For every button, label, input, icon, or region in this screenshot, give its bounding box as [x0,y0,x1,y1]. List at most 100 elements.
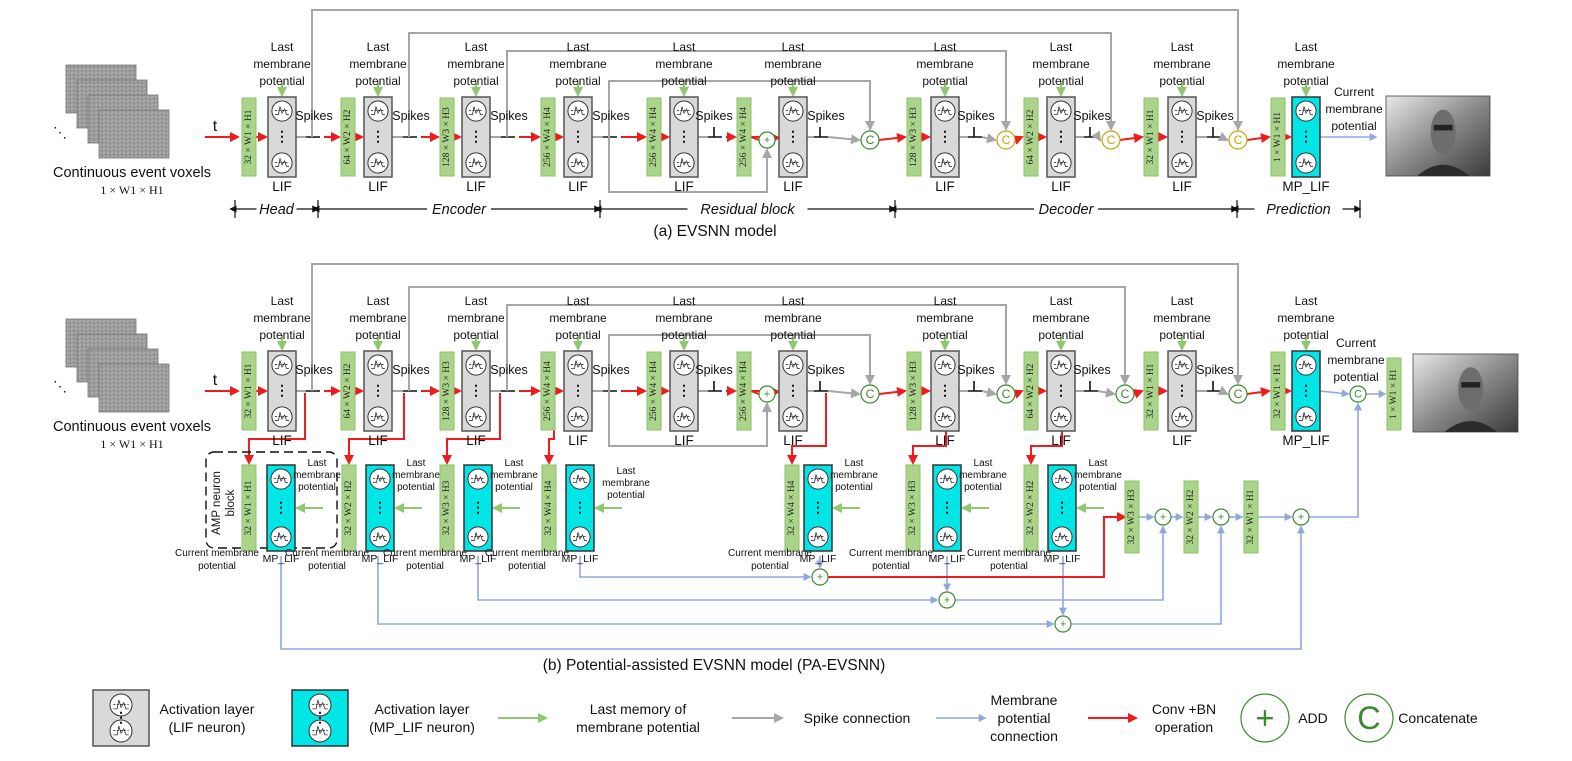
last-membrane-label-line: membrane [349,57,407,71]
lif-a-0: ⋮ [267,96,297,178]
neuron-trace [274,158,290,167]
amp-mp-lif-6-dots: ⋮ [1055,499,1069,515]
fuse-conv-0-label: 32 × W3 × H3 [1127,489,1137,544]
add-symbol-fuse-2-glyph: + [944,595,950,607]
last-membrane-label-line: Last [617,466,636,477]
last-membrane-label-line: Last [673,40,696,54]
neuron-trace [370,360,386,370]
last-membrane-label-line: Last [1050,294,1073,308]
amp-block-frame [205,451,338,549]
neuron-trace [312,725,328,736]
neuron-trace [570,106,586,116]
last-membrane-label-line: potential [607,490,645,501]
neuron-trace [468,106,484,116]
conv-b-5-label: 256 × W4 × H4 [739,361,749,421]
spikes-label: Spikes [490,363,528,377]
legend-lif-label-line: (LIF neuron) [168,719,245,735]
last-membrane-label-line: potential [1079,482,1117,493]
act-label: LIF [368,433,388,448]
neuron-trace [785,106,801,116]
residual-concat-skip [608,80,875,137]
concat-symbol-b-3-glyph: C [1234,387,1243,401]
current-membrane-label-line: potential [308,561,346,572]
lif-b-2-dots: ⋮ [469,382,483,398]
amp-mp-lif-5: ⋮ [932,464,962,552]
section-label: Prediction [1266,202,1330,218]
photo-face [1430,109,1456,155]
amp-conv-1-rect [341,464,357,552]
lif-b-7-dots: ⋮ [1054,382,1068,398]
neuron-trace-icon [1295,406,1317,428]
fuse-conv-2: 32 × W1 × H1 [1243,480,1259,554]
conv-b-out-rect [1386,357,1402,431]
photo-glasses [1461,382,1481,388]
legend-lif-label-line: Activation layer [160,701,255,717]
spikes-label: Spikes [1073,363,1111,377]
skip-connection [408,32,1116,137]
last-membrane-label-line: Last [1171,40,1194,54]
lif-b-4-dots: ⋮ [677,382,691,398]
neuron-circle [1295,354,1317,376]
neuron-trace-icon [1171,152,1193,174]
last-membrane-label-line: Last [782,40,805,54]
spikes-label: Spikes [592,109,630,123]
last-membrane-label-line: membrane [655,311,713,325]
skip-connection [311,9,1243,137]
conv-b-7-rect [1023,351,1039,431]
conv-a-2-rect [439,97,455,177]
conv-arrow [1246,133,1271,144]
amp-tap [442,393,501,465]
caption-b: (b) Potential-assisted EVSNN model (PA-E… [543,657,886,674]
lif-a-1-dots: ⋮ [371,128,385,144]
conv-a-9-rect [1270,97,1286,177]
neuron-circle [567,100,589,122]
spike-line [827,388,861,399]
spike-step-icon [708,381,722,392]
neuron-trace [676,158,692,167]
last-membrane-label-line: membrane [1032,311,1090,325]
neuron-trace [1174,158,1190,167]
neuron-circle [1050,354,1072,376]
conv-a-0: 32 × W1 × H1 [241,97,257,177]
neuron-circle [1051,468,1073,490]
last-membrane-label-line: membrane [602,478,650,489]
last-membrane-label-line: Last [1171,294,1194,308]
concat-symbol-a-1-circle [996,130,1016,150]
amp-conv-3: 32 × W4 × H4 [541,464,557,552]
concat-symbol-a-3-circle [1228,130,1248,150]
add-symbol-b-res-glyph: + [764,389,770,401]
amp-mp-label: MP_LIF [1044,553,1081,565]
conv-b-9-label: 32 × W1 × H1 [1273,363,1283,418]
add-symbol-fuse-c-circle [1292,508,1310,526]
membrane-arrow [280,525,1305,650]
last-membrane-label-line: Last [1050,40,1073,54]
section-label: Head [259,202,295,218]
neuron-circle [673,406,695,428]
neuron-trace [937,360,953,370]
concat-symbol-b-0: C [860,384,880,404]
lif-a-1: ⋮ [363,96,393,178]
amp-conv-2-label: 32 × W3 × H3 [442,480,452,535]
spikes-label: Spikes [295,109,333,123]
neuron-circle [271,354,293,376]
last-membrane-label-line: Last [673,294,696,308]
neuron-trace-icon [465,406,487,428]
last-membrane-label-line: membrane [253,311,311,325]
conv-a-7-label: 64 × W2 × H2 [1026,109,1036,164]
last-membrane-label-line: Last [271,40,294,54]
neuron-trace [372,532,388,541]
conv-b-8-rect [1143,351,1159,431]
lif-a-2-dots: ⋮ [469,128,483,144]
last-membrane-label-line: potential [770,74,815,88]
neuron-trace-icon [673,100,695,122]
neuron-trace [1174,412,1190,421]
last-membrane-label-line: potential [1283,328,1328,342]
spike-line [1217,131,1229,141]
conv-b-4-label: 256 × W4 × H4 [649,361,659,421]
